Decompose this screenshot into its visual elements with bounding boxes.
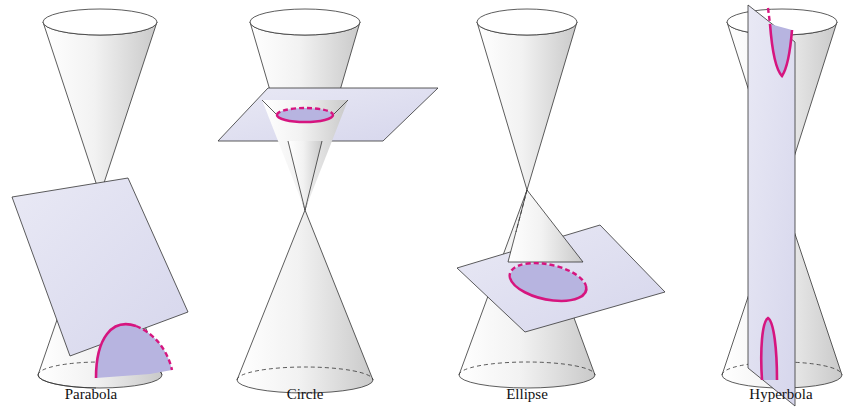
top-rim [43, 9, 157, 35]
upper-nappe [43, 22, 157, 195]
top-rim [250, 9, 360, 35]
conic-name: Circle [287, 386, 324, 403]
cutting-plane [12, 178, 188, 356]
section-fill [277, 108, 333, 122]
cone-edge [262, 100, 277, 115]
bottom-rim-back [237, 367, 373, 380]
lower-nappe [237, 210, 373, 393]
cone-edge [333, 100, 348, 115]
upper-nappe-part [262, 100, 348, 210]
cone-edge [288, 141, 322, 210]
parabola-curve [96, 324, 136, 378]
hyperbola-upper-hidden [768, 8, 770, 24]
circle-curve-hidden [277, 108, 333, 115]
cone-edge [508, 190, 583, 262]
hyperbola-lower [761, 318, 777, 380]
double-cone [237, 9, 373, 393]
parabola-curve-hidden [136, 326, 172, 370]
upper-nappe [477, 22, 577, 190]
cutting-plane [748, 5, 795, 406]
hyperbola-upper [770, 24, 792, 76]
top-rim [477, 9, 577, 35]
conic-name: Parabola [65, 386, 117, 403]
section-fill [761, 318, 777, 380]
conic-name: Hyperbola [749, 386, 812, 403]
ellipse-curve [510, 278, 586, 301]
ellipse-curve-hidden [510, 263, 586, 286]
section-fill [770, 24, 792, 76]
conic-name: Ellipse [506, 386, 548, 403]
bottom-rim-back [459, 362, 595, 375]
section-fill [507, 257, 588, 306]
section-fill [96, 324, 172, 378]
hidden-edge [516, 190, 527, 232]
circle-curve [277, 115, 333, 122]
